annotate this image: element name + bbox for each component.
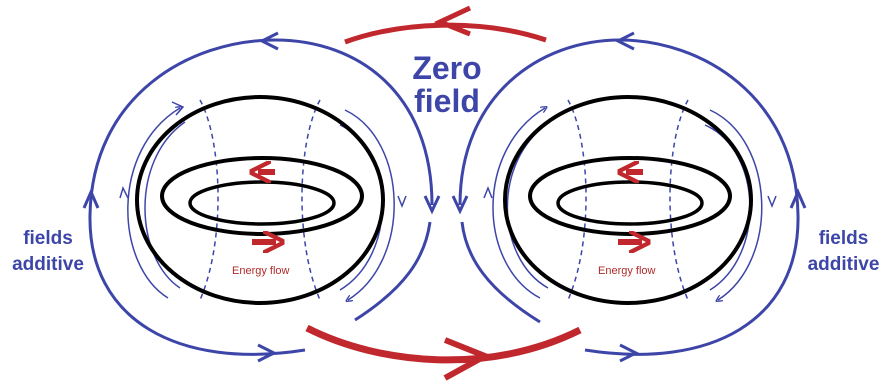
right-dashed-field-line-right bbox=[669, 99, 689, 301]
right-inner-field-line-left-outer bbox=[492, 108, 545, 299]
arrow-left-red-icon bbox=[433, 5, 472, 37]
zero-field-line2: field bbox=[414, 83, 480, 119]
right-torus-outer bbox=[503, 95, 753, 305]
energy-flow-right-label: Energy flow bbox=[598, 265, 656, 277]
fields-additive-left-line1: fields bbox=[23, 228, 73, 249]
arrow-right-red-icon bbox=[443, 337, 493, 381]
energy-flow-left-label: Energy flow bbox=[232, 265, 290, 277]
right-outer-arrow-bottom bbox=[619, 343, 640, 363]
right-outer-field-line bbox=[458, 38, 800, 356]
left-inner-field-line-right-inner bbox=[339, 124, 384, 291]
right-dashed-field-line-left bbox=[567, 99, 587, 301]
right-inner-arrow-left bbox=[483, 185, 493, 199]
left-inner-arrow-top bbox=[171, 101, 185, 116]
left-torus-outer bbox=[135, 95, 385, 305]
zero-field-label: Zero field bbox=[392, 52, 502, 118]
fields-additive-left-label: fields additive bbox=[0, 226, 96, 278]
left-torus-group bbox=[82, 31, 441, 363]
zero-field-line1: Zero bbox=[412, 50, 482, 86]
left-lower-field-line bbox=[354, 221, 432, 322]
left-torus-ring-inner bbox=[188, 180, 336, 226]
top-red-flow-arc bbox=[344, 22, 547, 45]
left-dashed-field-line-right bbox=[301, 99, 321, 301]
right-torus-group bbox=[451, 31, 807, 363]
fields-additive-right-line2: additive bbox=[807, 254, 880, 275]
right-lower-field-line bbox=[460, 221, 541, 324]
left-torus-ring-outer bbox=[160, 156, 364, 236]
left-dashed-field-line-left bbox=[199, 99, 219, 301]
fields-additive-right-line1: fields bbox=[818, 228, 869, 249]
fields-additive-right-label: fields additive bbox=[800, 226, 887, 278]
right-outer-arrow-right bbox=[789, 188, 807, 209]
left-inner-field-line-outer bbox=[127, 108, 180, 299]
bottom-red-flow-arc bbox=[305, 324, 582, 364]
left-inner-arrow-right bbox=[397, 195, 407, 209]
left-outer-arrow-bottom bbox=[257, 343, 278, 363]
right-inner-arrow-right bbox=[767, 195, 777, 209]
left-inner-field-line-right-outer bbox=[345, 109, 395, 300]
right-outer-arrow-left bbox=[451, 195, 469, 215]
left-outer-field-line bbox=[88, 38, 434, 356]
right-torus-ring-inner bbox=[556, 180, 704, 226]
left-outer-arrow-top bbox=[258, 31, 279, 51]
flow-arrows bbox=[305, 5, 582, 381]
right-outer-arrow-top bbox=[614, 31, 635, 51]
fields-additive-left-line2: additive bbox=[12, 254, 84, 275]
left-outer-arrow-left bbox=[82, 188, 100, 209]
right-inner-field-line-right-outer bbox=[709, 109, 763, 300]
left-inner-arrow-left bbox=[119, 185, 129, 199]
left-outer-arrow-right bbox=[423, 195, 441, 215]
left-inner-field-line-inner bbox=[144, 121, 186, 289]
